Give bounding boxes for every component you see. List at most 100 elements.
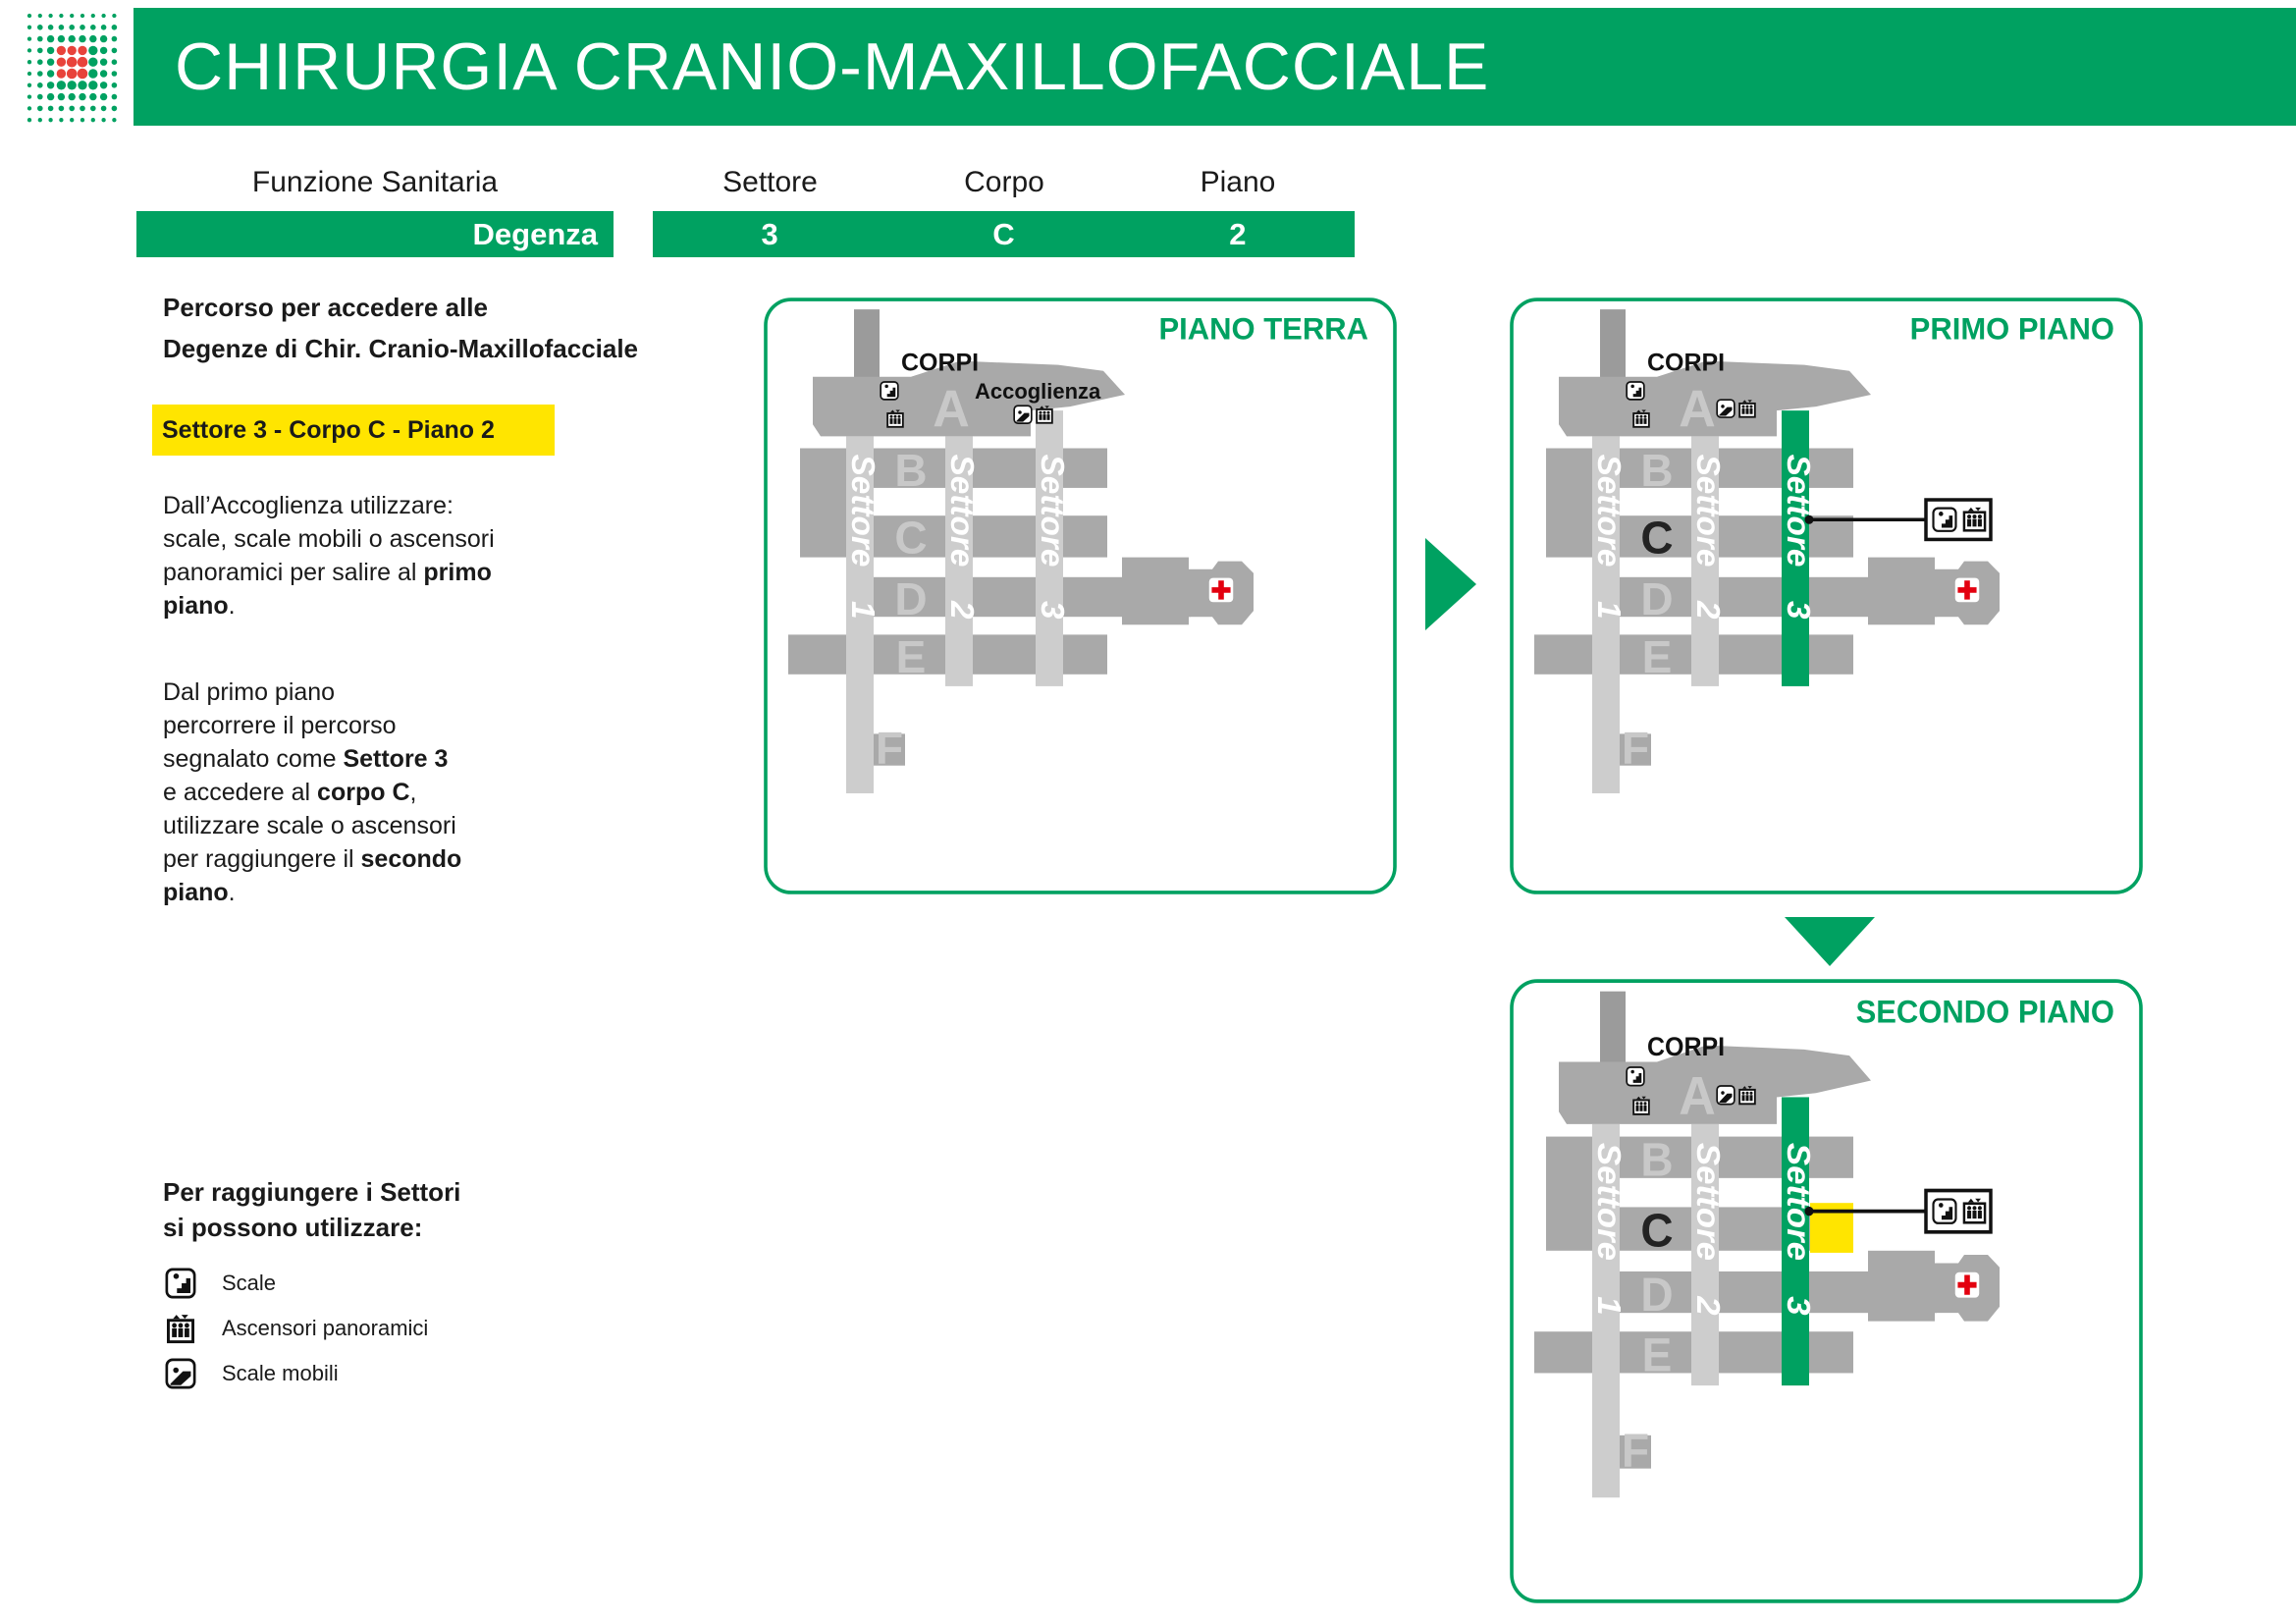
body-row-b [1620,448,1853,488]
building-block-left [1546,1136,1592,1251]
sector-2-number: 2 [1689,600,1726,620]
para1-line4: piano. [163,592,236,620]
red-cross-icon [1954,1271,1980,1298]
sector-bar-3-highlighted [1782,1097,1809,1386]
sector-bar-2 [1691,436,1719,686]
letter-e: E [1642,1328,1673,1381]
para1-line2: scale, scale mobili o ascensori [163,525,495,553]
emergency-wing [1868,1250,1935,1322]
para2-line4: e accedere al corpo C, [163,779,417,806]
sector-1-label: Settore [1590,455,1627,568]
sector-3-number: 3 [1780,601,1816,620]
body-row-c [874,515,1107,558]
letter-c-highlighted: C [1640,1204,1673,1257]
letter-b: B [894,445,927,496]
legend-header-line1: Per raggiungere i Settori [163,1177,461,1207]
building-block-left [800,448,846,558]
letter-f: F [1622,722,1649,773]
letter-a: A [1679,1066,1716,1126]
route-intro-line1: Percorso per accedere alle [163,293,488,322]
letter-e: E [896,631,927,682]
value-settore: 3 [761,217,778,251]
para2-line1: Dal primo piano [163,678,336,706]
legend-label: Ascensori panoramici [222,1316,429,1340]
escalator-icon [165,1358,196,1389]
legend-item-scale-mobili: Scale mobili [165,1357,339,1390]
legend-item-scale: Scale [165,1267,276,1300]
column-label-settore: Settore [722,166,818,198]
value-piano: 2 [1229,217,1247,251]
callout-anchor-dot [1804,1206,1814,1217]
column-label-piano: Piano [1200,166,1276,198]
column-label-funzione: Funzione Sanitaria [251,166,499,198]
arrow-right-icon [1425,538,1476,630]
page-title: CHIRURGIA CRANIO-MAXILLOFACCIALE [175,29,1490,104]
red-cross-icon [1954,577,1980,603]
sector-bar-3-highlighted [1782,410,1809,686]
letter-a: A [1679,381,1716,438]
route-highlight: Settore 3 - Corpo C - Piano 2 [152,405,555,456]
body-block-f [1620,733,1651,766]
map-title: SECONDO PIANO [1856,994,2114,1030]
para2-line7: piano. [163,879,236,906]
sector-2-label: Settore [943,455,980,568]
legend-header-line2: si possono utilizzare: [163,1213,423,1242]
sector-3-number: 3 [1780,1296,1816,1316]
sector-2-number: 2 [1689,1295,1726,1316]
escalator-icon [1716,399,1735,418]
letter-f: F [1622,1424,1649,1477]
emergency-wing [1122,557,1189,625]
value-group: 3 C 2 [653,211,1355,257]
sector-bar-1 [1592,436,1620,793]
corpi-label: CORPI [1647,350,1725,377]
para2-line3: segnalato come Settore 3 [163,745,449,773]
sector-bar-1 [1592,1123,1620,1498]
sector-2-label: Settore [1689,455,1726,568]
sector-bar-2 [945,436,973,686]
para1-line1: Dall’Accoglienza utilizzare: [163,492,454,519]
para2-line2: percorrere il percorso [163,712,397,739]
route-paragraph-2: Dal primo piano percorrere il percorso s… [163,676,461,909]
body-row-b [1620,1136,1853,1178]
entrance-tower [1600,309,1626,379]
body-block-f [1620,1434,1651,1469]
accoglienza-label: Accoglienza [975,379,1101,404]
sector-bar-1 [846,436,874,793]
building-block-left [1546,448,1592,558]
stairs-icon [1932,1198,1957,1224]
corpi-label: CORPI [1647,1034,1725,1062]
escalator-icon [1716,1085,1735,1106]
letter-f: F [876,722,903,773]
legend-label: Scale [222,1271,277,1295]
sector-2-label: Settore [1689,1143,1726,1261]
body-row-c [1620,515,1853,558]
panoramic-elevator-icon [165,1313,196,1344]
corpi-label: CORPI [901,350,979,377]
sector-2-number: 2 [943,600,980,620]
value-funzione: Degenza [136,211,614,257]
sector-1-label: Settore [1590,1143,1627,1261]
stairs-icon [880,381,899,401]
letter-b: B [1640,445,1673,496]
letter-d: D [1640,573,1673,624]
floorplan-secondo-piano: SECONDO PIANO CORPI A B C D E F Settore … [1510,979,2143,1603]
stairs-icon [1932,507,1957,532]
value-corpo: C [992,217,1015,251]
emergency-wing [1868,557,1935,625]
stairs-icon [1626,381,1645,401]
callout-anchor-dot [1804,514,1814,524]
red-cross-icon [1208,577,1234,603]
escalator-icon [1013,405,1033,424]
legend-item-ascensori: Ascensori panoramici [165,1312,428,1345]
body-block-f [874,733,905,766]
letter-d: D [1640,1269,1673,1322]
sector-3-number: 3 [1034,601,1070,620]
body-row-b [874,448,1107,488]
arrow-down-icon [1785,917,1875,966]
sector-3-label: Settore [1780,455,1816,568]
sector-bar-2 [1691,1123,1719,1386]
letter-c: C [894,512,927,563]
letter-a: A [933,381,970,438]
para2-line6: per raggiungere il secondo [163,845,462,873]
map-title: PRIMO PIANO [1910,311,2114,346]
